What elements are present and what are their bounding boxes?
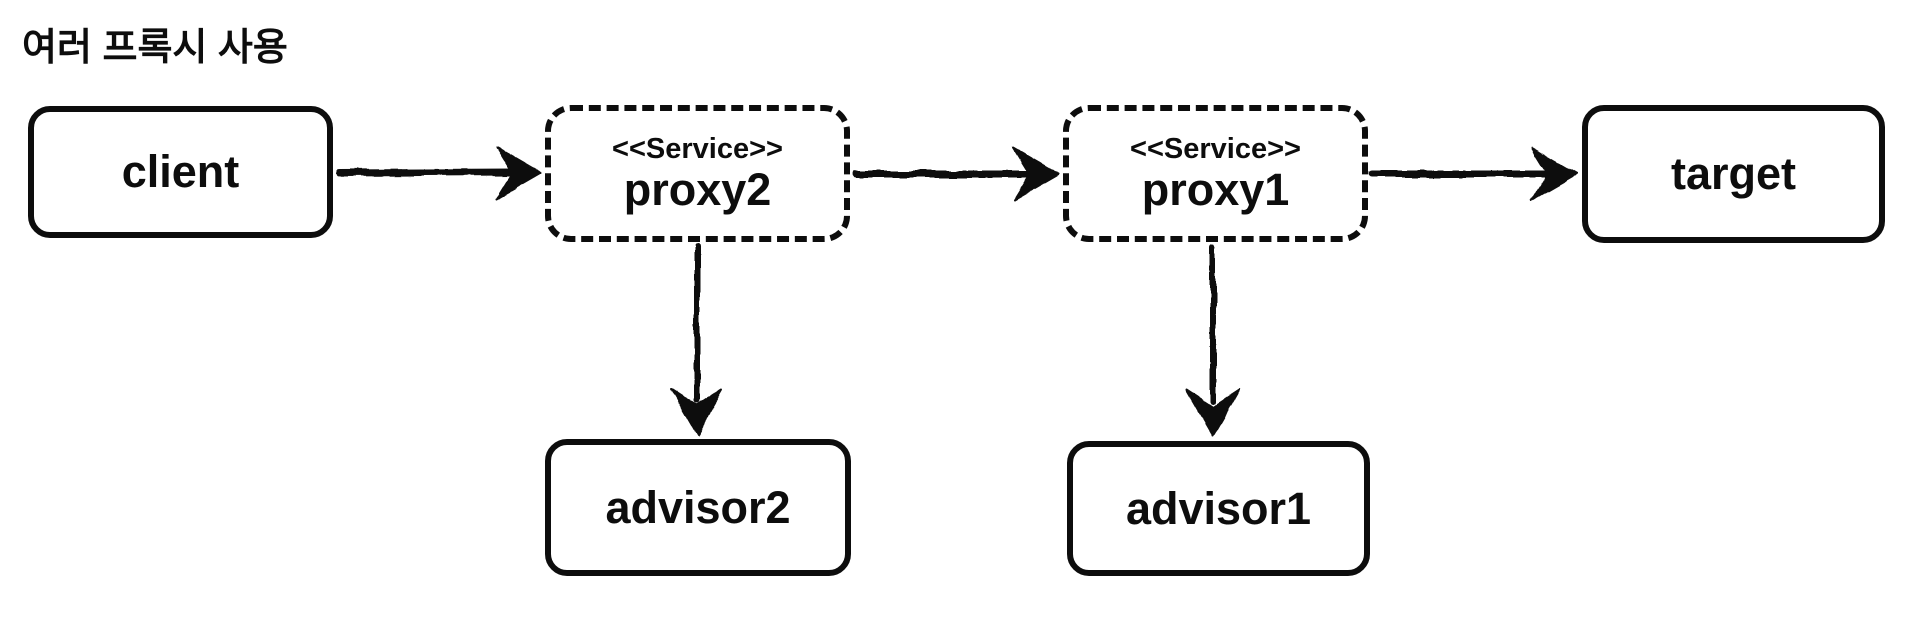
node-label: advisor1 <box>1125 482 1312 534</box>
arrow-proxy2-to-advisor2 <box>670 244 724 435</box>
node-label: client <box>121 146 240 198</box>
node-proxy2: <<Service>> proxy2 <box>545 105 850 242</box>
node-target: target <box>1582 105 1885 243</box>
arrow-proxy1-to-target <box>1368 147 1578 201</box>
node-label: advisor2 <box>605 481 791 533</box>
arrow-proxy1-to-advisor1 <box>1186 244 1240 436</box>
node-advisor2: advisor2 <box>545 439 851 576</box>
arrow-proxy2-to-proxy1 <box>851 147 1060 201</box>
diagram-title: 여러 프록시 사용 <box>22 27 288 69</box>
node-label: proxy2 <box>623 164 772 216</box>
node-advisor1: advisor1 <box>1067 441 1370 576</box>
arrow-client-to-proxy2 <box>336 146 542 200</box>
node-label: target <box>1670 148 1797 200</box>
node-label: proxy1 <box>1141 164 1290 216</box>
node-client: client <box>28 106 333 238</box>
node-stereotype: <<Service>> <box>1130 132 1301 165</box>
node-stereotype: <<Service>> <box>612 132 783 165</box>
node-proxy1: <<Service>> proxy1 <box>1063 105 1368 242</box>
